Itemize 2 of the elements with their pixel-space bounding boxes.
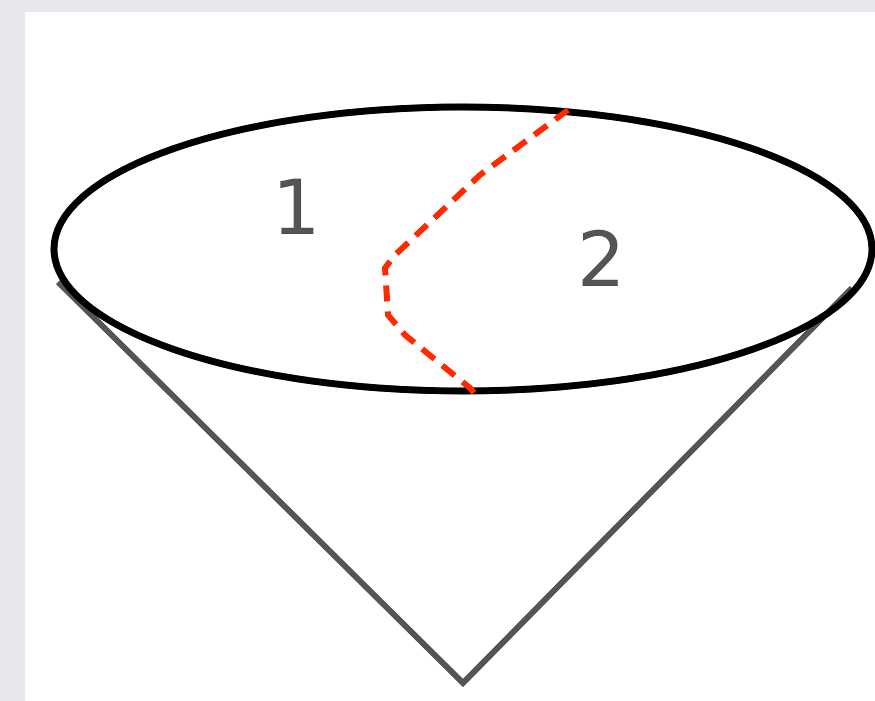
region-number: 2 bbox=[577, 222, 626, 298]
region-number: 1 bbox=[272, 170, 320, 246]
